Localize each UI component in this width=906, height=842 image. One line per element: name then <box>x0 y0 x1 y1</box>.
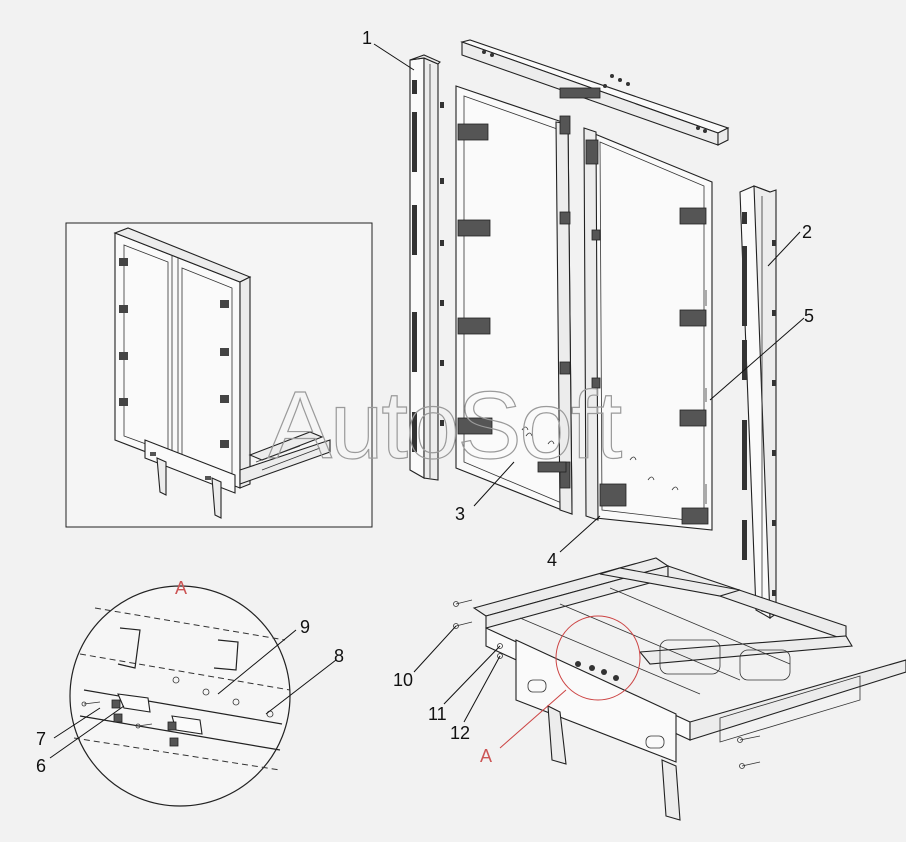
section-marker-leader <box>499 689 567 749</box>
bolts-right <box>737 735 761 769</box>
watermark-text: AutoSoft <box>268 372 622 479</box>
section-label-a: A <box>480 746 492 766</box>
callout-11: 11 <box>428 704 447 724</box>
callout-1: 1 <box>362 28 372 48</box>
callout-7: 7 <box>36 729 46 749</box>
callout-9: 9 <box>300 617 310 637</box>
part-left-upright <box>409 54 444 481</box>
leader-lines <box>49 43 805 759</box>
bolts-left <box>453 599 503 659</box>
inset-overview <box>65 222 373 528</box>
callout-10: 10 <box>393 670 413 690</box>
callout-6: 6 <box>36 756 46 776</box>
callout-12: 12 <box>450 723 470 743</box>
part-base-frame <box>472 557 906 821</box>
section-marker-circle <box>555 615 641 701</box>
part-right-upright <box>739 185 777 620</box>
part-right-door <box>583 127 713 531</box>
callout-3: 3 <box>455 504 465 524</box>
callout-8: 8 <box>334 646 344 666</box>
callout-2: 2 <box>802 222 812 242</box>
part-left-door <box>455 85 573 515</box>
callout-4: 4 <box>547 550 557 570</box>
detail-label-a: A <box>175 578 187 598</box>
part-top-beam <box>460 39 730 146</box>
callout-5: 5 <box>804 306 814 326</box>
detail-view-a <box>69 585 291 807</box>
